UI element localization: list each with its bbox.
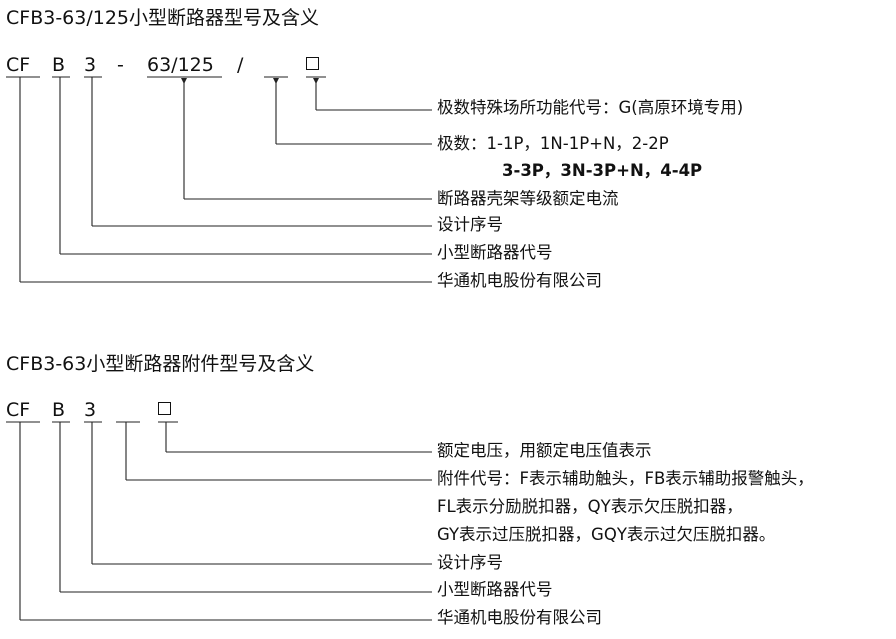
code-dash: - (117, 54, 124, 76)
code-special-box (306, 57, 319, 70)
desc-poles-cont: 3-3P，3N-3P+N，4-4P (502, 161, 703, 180)
desc-design-no: 设计序号 (437, 215, 503, 234)
code-3: 3 (84, 54, 97, 76)
desc2-accessory-cont-2: GY表示过压脱扣器，GQY表示过欠压脱扣器。 (437, 525, 776, 544)
code2-3: 3 (84, 399, 97, 421)
desc-company: 华通机电股份有限公司 (437, 271, 602, 290)
code2-voltage-box (158, 402, 171, 415)
code2-cf: CF (6, 399, 31, 421)
desc-poles: 极数：1-1P，1N-1P+N，2-2P (437, 134, 669, 153)
code2-b: B (52, 399, 66, 421)
desc2-mcb-code: 小型断路器代号 (437, 580, 553, 599)
desc-special-function: 极数特殊场所功能代号：G(高原环境专用) (437, 98, 744, 117)
desc2-accessory: 附件代号：F表示辅助触头，FB表示辅助报警触头， (437, 469, 814, 488)
code-slash: / (237, 54, 244, 76)
code-current: 63/125 (147, 54, 214, 76)
desc2-accessory-cont-1: FL表示分励脱扣器，QY表示欠压脱扣器， (437, 497, 743, 516)
desc2-rated-voltage: 额定电压，用额定电压值表示 (437, 441, 652, 460)
desc-rated-current: 断路器壳架等级额定电流 (437, 189, 619, 208)
desc2-company: 华通机电股份有限公司 (437, 608, 602, 627)
section-1-title: CFB3-63/125小型断路器型号及含义 (6, 7, 320, 29)
section-2-title: CFB3-63小型断路器附件型号及含义 (6, 353, 315, 375)
desc2-design-no: 设计序号 (437, 553, 503, 572)
code-cf: CF (6, 54, 31, 76)
code-b: B (52, 54, 66, 76)
desc-mcb-code: 小型断路器代号 (437, 243, 553, 262)
